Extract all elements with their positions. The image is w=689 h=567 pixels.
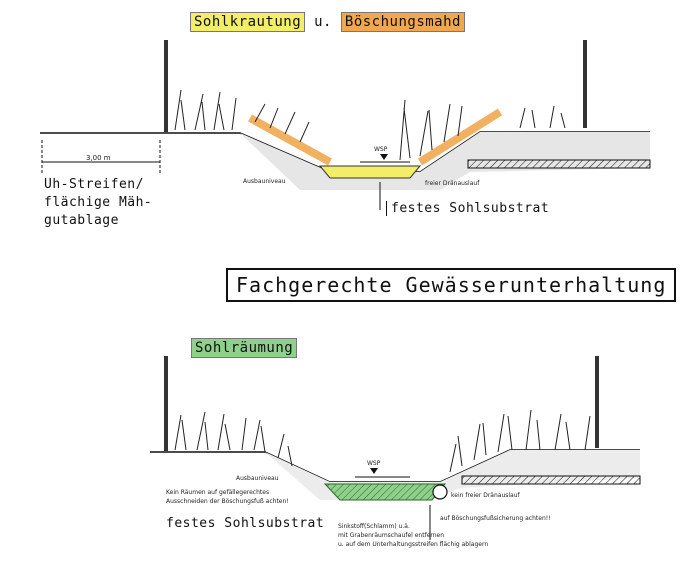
vegetation-bottom bbox=[174, 409, 591, 473]
drain-pipe-bottom bbox=[461, 475, 641, 485]
wsp-label-bottom: WSP bbox=[367, 460, 381, 467]
note-line1: Kein Räumen auf gefällegerechtes bbox=[166, 489, 270, 496]
wsp-label-top: WSP bbox=[374, 146, 388, 153]
note-line2: Ausschneiden der Böschungsfuß achten! bbox=[166, 498, 289, 505]
fence-post-right bbox=[583, 40, 587, 128]
bottom-note-line2: mit Grabenräumschaufel entfernen bbox=[338, 532, 445, 539]
mowing-slope-left bbox=[248, 114, 332, 166]
strip-label-line1: Uh-Streifen/ bbox=[44, 177, 144, 192]
wsp-marker-icon bbox=[380, 154, 388, 160]
main-title: Fachgerechte Gewässerunterhaltung bbox=[226, 268, 677, 302]
top-section-title: Sohlkrautung u. Böschungsmahd bbox=[190, 12, 465, 32]
drain-outlet-icon bbox=[432, 484, 448, 500]
title-conjunction: u. bbox=[314, 14, 332, 30]
right-note: auf Böschungsfußsicherung achten!! bbox=[440, 515, 551, 522]
bottom-note-line1: Sinkstoff(Schlamm) u.ä. bbox=[338, 523, 410, 530]
bottom-section-title: Sohlräumung bbox=[191, 338, 298, 358]
substrate-label-bottom: festes Sohlsubstrat bbox=[166, 516, 325, 531]
ausbau-label-top: Ausbauniveau bbox=[243, 178, 286, 185]
bottom-note: Sinkstoff(Schlamm) u.ä. mit Grabenräumsc… bbox=[338, 522, 488, 549]
vegetation bbox=[174, 89, 566, 161]
mowing-slope-right bbox=[417, 108, 503, 166]
substrate-label-top: festes Sohlsubstrat bbox=[386, 201, 549, 216]
distance-label: 3,00 m bbox=[86, 154, 111, 162]
bottom-note-line3: u. auf dem Unterhaltungsstreifen flächig… bbox=[338, 541, 489, 548]
title-sohlkrautung: Sohlkrautung bbox=[190, 12, 306, 32]
top-cross-section bbox=[40, 40, 651, 210]
drain-pipe-top bbox=[467, 159, 651, 169]
strip-label: Uh-Streifen/ flächige Mäh- gutablage bbox=[44, 176, 152, 230]
fence-post-left-bottom bbox=[164, 356, 168, 451]
strip-label-line2: flächige Mäh- bbox=[44, 195, 153, 210]
fence-post-left bbox=[164, 40, 168, 132]
wsp-marker-icon-bottom bbox=[370, 468, 378, 474]
drain-label-top: freier Dränauslauf bbox=[425, 180, 480, 187]
title-sohlraeumung: Sohlräumung bbox=[191, 338, 298, 358]
fence-post-right-bottom bbox=[595, 356, 599, 448]
sediment-hatch bbox=[325, 484, 445, 500]
strip-label-line3: gutablage bbox=[44, 213, 119, 228]
title-boeschungsmahd: Böschungsmahd bbox=[340, 12, 465, 32]
channel-bed-highlight bbox=[318, 165, 422, 179]
drain-label-bottom: kein freier Dränauslauf bbox=[451, 492, 520, 499]
ausbau-label-bottom: Ausbauniveau bbox=[236, 475, 279, 482]
